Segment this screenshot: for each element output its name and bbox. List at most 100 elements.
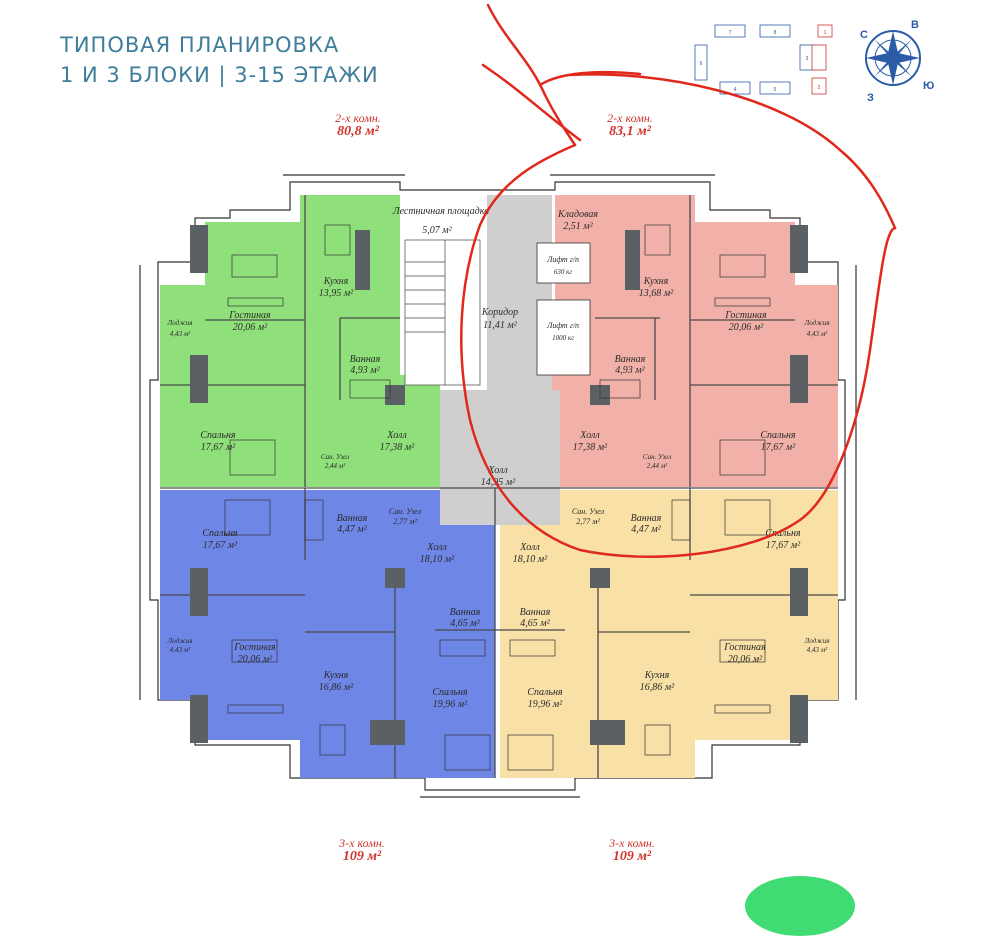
apartment-rooms: 3-х комн.	[609, 836, 655, 850]
green-badge	[745, 876, 855, 936]
room-label-lift1: Лифт г/п	[546, 255, 579, 264]
tr-loggia-label: Лоджия	[804, 319, 830, 327]
compass-label-n: С	[860, 29, 868, 41]
apartment-label-top-right: 2-х комн. 83,1 м²	[590, 111, 670, 139]
room-area-hall-center: 14,95 м²	[481, 477, 516, 488]
hand-drawn-annotation	[460, 3, 897, 558]
br-kitchen-area: 16,86 м²	[640, 682, 675, 693]
tr-hall-area: 17,38 м²	[573, 442, 608, 453]
apartment-area: 80,8 м²	[337, 124, 379, 139]
tr-loggia-area: 4,43 м²	[807, 330, 828, 338]
tr-kitchen-label: Кухня	[643, 276, 669, 287]
plan-title-line2: 1 И 3 БЛОКИ | 3-15 ЭТАЖИ	[60, 63, 379, 87]
room-labels: Лестничная площадка 5,07 м² Кладовая 2,5…	[167, 206, 830, 710]
br-wc-area: 2,77 м²	[576, 517, 600, 526]
tr-living-area: 20,06 м²	[729, 322, 764, 333]
br-bedroom-label: Спальня	[765, 528, 801, 539]
bl-bath-label: Ванная	[337, 513, 368, 524]
apartment-area: 109 м²	[612, 849, 652, 864]
br-bedroom2-area: 19,96 м²	[528, 699, 563, 710]
site-label-6: 6	[700, 61, 703, 67]
tr-kitchen-area: 13,68 м²	[639, 288, 674, 299]
br-loggia-label: Лоджия	[804, 637, 830, 645]
plan-title: ТИПОВАЯ ПЛАНИРОВКА 1 И 3 БЛОКИ | 3-15 ЭТ…	[60, 30, 379, 90]
tl-bedroom-area: 17,67 м²	[201, 442, 236, 453]
site-plan-minimap: 7 8 6 4 5 3 1 2	[694, 24, 833, 95]
bl-bedroom-area: 17,67 м²	[203, 540, 238, 551]
compass-label-w: З	[867, 92, 874, 104]
tr-bath-label: Ванная	[615, 354, 646, 365]
bl-living-area: 20,06 м²	[238, 654, 273, 665]
tl-loggia-area: 4,43 м²	[170, 330, 191, 338]
apartment-rooms: 2-х комн.	[335, 111, 381, 125]
site-label-1: 1	[824, 30, 827, 36]
bl-hall-area: 18,10 м²	[420, 554, 455, 565]
apartment-label-bottom-right: 3-х комн. 109 м²	[592, 836, 672, 864]
tr-bedroom-label: Спальня	[760, 430, 796, 441]
tr-bedroom-area: 17,67 м²	[761, 442, 796, 453]
room-label-stair: Лестничная площадка	[392, 206, 489, 217]
room-area-lift2: 1000 кг	[552, 334, 574, 342]
plan-title-line1: ТИПОВАЯ ПЛАНИРОВКА	[60, 33, 340, 57]
apartment-area: 83,1 м²	[609, 124, 651, 139]
bl-loggia-area: 4,43 м²	[170, 646, 191, 654]
bl-kitchen-label: Кухня	[323, 670, 349, 681]
tr-living-label: Гостиная	[724, 310, 767, 321]
apartment-area: 109 м²	[342, 849, 382, 864]
tl-bedroom-label: Спальня	[200, 430, 236, 441]
tl-loggia-label: Лоджия	[167, 319, 193, 327]
lift-shafts	[536, 242, 591, 376]
floor-plan: Лестничная площадка 5,07 м² Кладовая 2,5…	[139, 3, 934, 798]
furniture	[224, 224, 771, 771]
room-area-stair: 5,07 м²	[422, 225, 452, 236]
br-living-area: 20,06 м²	[728, 654, 763, 665]
bl-wc-area: 2,77 м²	[393, 517, 417, 526]
site-label-7: 7	[729, 30, 732, 36]
room-area-pantry: 2,51 м²	[563, 221, 593, 232]
bl-bedroom2-area: 19,96 м²	[433, 699, 468, 710]
bl-bath2-label: Ванная	[450, 607, 481, 618]
site-label-2: 2	[818, 85, 821, 91]
tl-hall-area: 17,38 м²	[380, 442, 415, 453]
compass-label-e: В	[911, 19, 919, 31]
br-kitchen-label: Кухня	[644, 670, 670, 681]
br-wc-label: Сан. Узел	[572, 507, 605, 516]
br-hall-label: Холл	[519, 542, 540, 553]
bl-bedroom2-label: Спальня	[432, 687, 468, 698]
bl-loggia-label: Лоджия	[167, 637, 193, 645]
site-label-3: 3	[806, 56, 809, 62]
tl-wc-area: 2,44 м²	[325, 462, 346, 470]
tl-wc-label: Сан. Узел	[321, 453, 349, 461]
room-label-pantry: Кладовая	[557, 209, 598, 220]
br-bath2-label: Ванная	[520, 607, 551, 618]
compass-rose-icon: С В Ю З	[860, 19, 934, 104]
br-bedroom-area: 17,67 м²	[766, 540, 801, 551]
bl-bath2-area: 4,65 м²	[450, 618, 480, 629]
apartment-label-bottom-left: 3-х комн. 109 м²	[322, 837, 402, 864]
room-label-lift2: Лифт г/п	[546, 321, 579, 330]
br-loggia-area: 4,43 м²	[807, 646, 828, 654]
building-outline	[139, 174, 857, 798]
bl-hall-label: Холл	[426, 542, 447, 553]
bl-bedroom-label: Спальня	[202, 528, 238, 539]
tr-wc-label: Сан. Узел	[643, 453, 671, 461]
br-bath2-area: 4,65 м²	[520, 618, 550, 629]
room-area-corridor: 11,41 м²	[483, 320, 518, 331]
br-bath-label: Ванная	[631, 513, 662, 524]
br-bedroom2-label: Спальня	[527, 687, 563, 698]
site-label-8: 8	[774, 30, 777, 36]
site-label-4: 4	[734, 87, 737, 93]
bl-living-label: Гостиная	[233, 642, 276, 653]
tl-living-label: Гостиная	[228, 310, 271, 321]
bl-bath-area: 4,47 м²	[337, 524, 367, 535]
br-living-label: Гостиная	[723, 642, 766, 653]
tr-wc-area: 2,44 м²	[647, 462, 668, 470]
apartment-rooms: 2-х комн.	[607, 111, 653, 125]
room-label-corridor: Коридор	[481, 307, 518, 318]
tr-bath-area: 4,93 м²	[615, 365, 645, 376]
site-label-5: 5	[774, 87, 777, 93]
tl-living-area: 20,06 м²	[233, 322, 268, 333]
stairwell	[404, 239, 481, 386]
tl-kitchen-area: 13,95 м²	[319, 288, 354, 299]
apartment-label-top-left: 2-х комн. 80,8 м²	[318, 111, 398, 139]
